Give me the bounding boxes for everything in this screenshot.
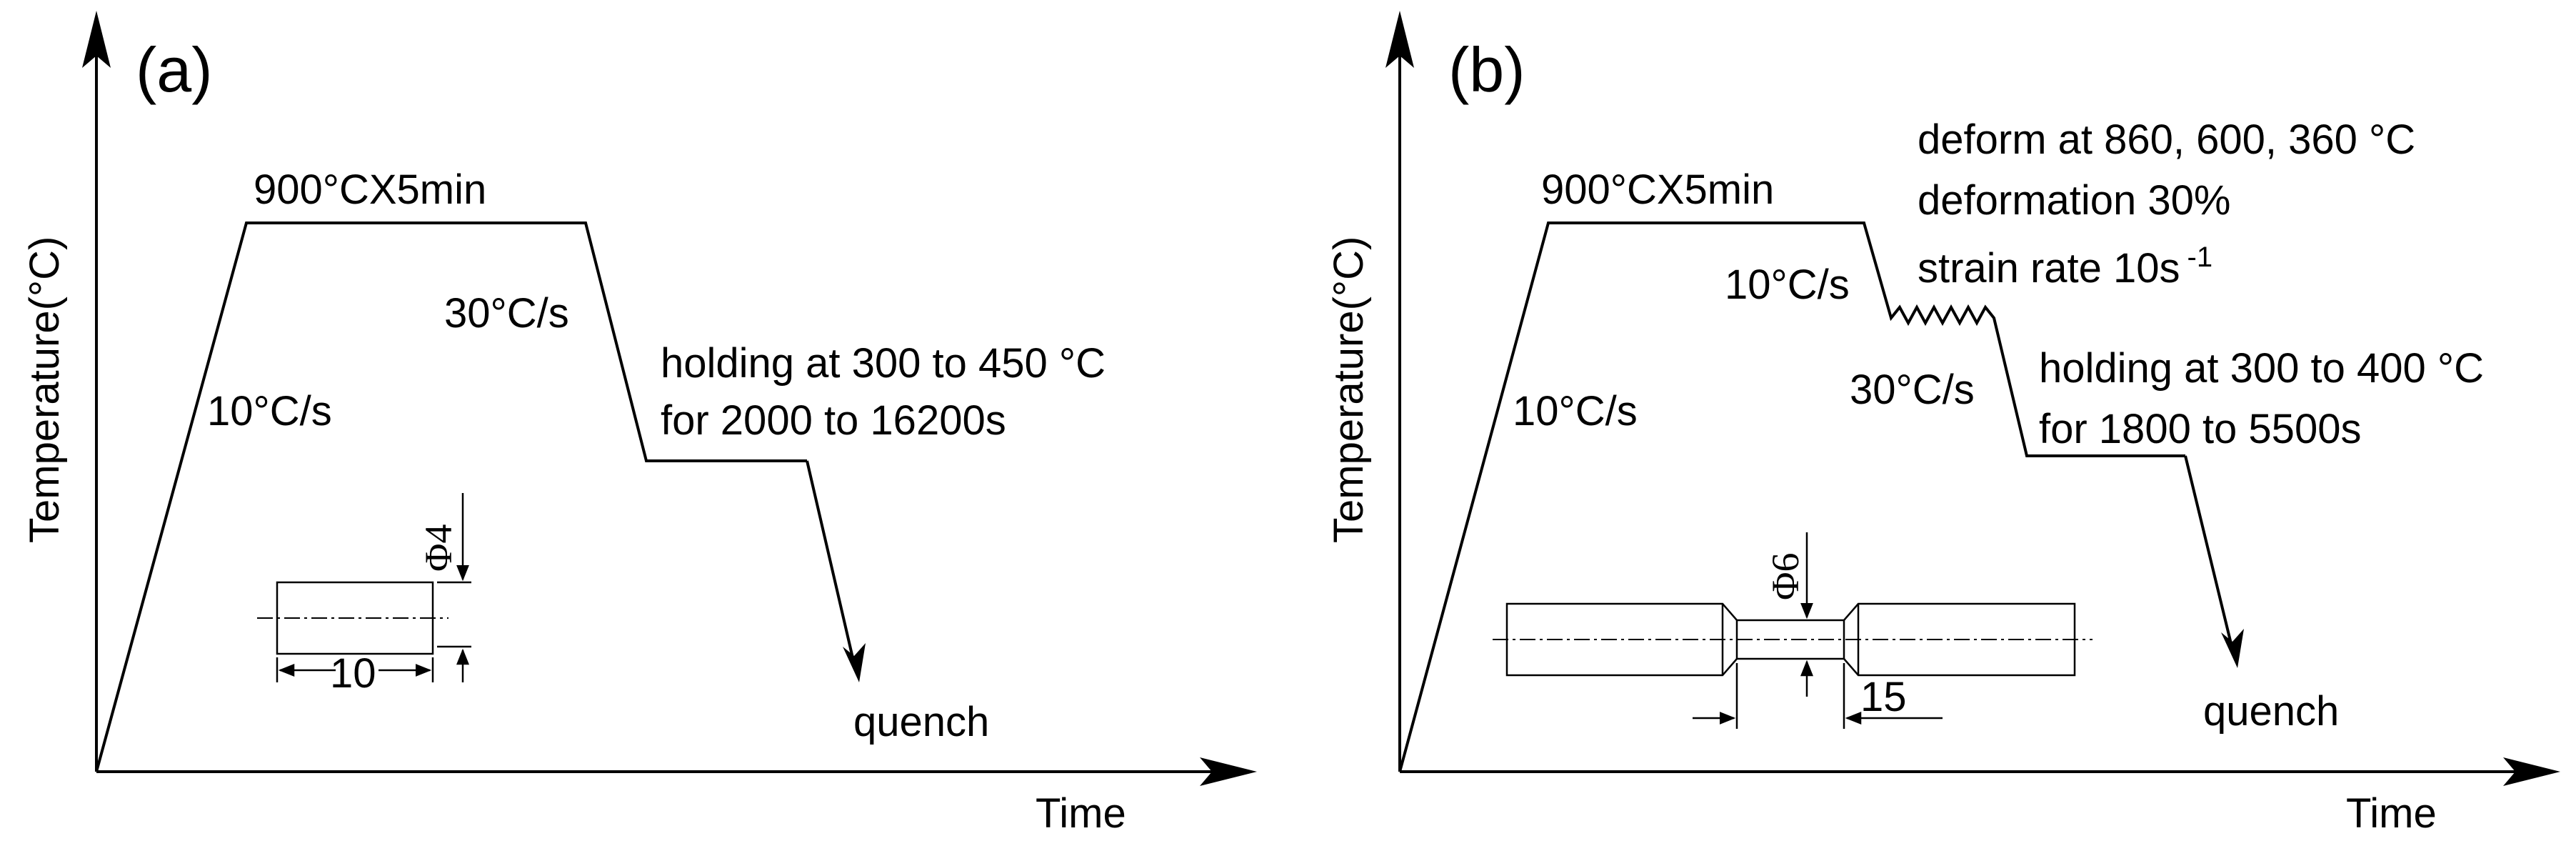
cool-rate-2-label-b: 30°C/s — [1850, 367, 1975, 413]
y-axis-arrow-b — [1385, 11, 1414, 68]
deform-label-b-2: deformation 30% — [1918, 177, 2230, 224]
y-axis-title-b: Temperature(°C) — [1325, 237, 1372, 543]
length-label-b: 15 — [1860, 674, 1907, 720]
quench-line-b — [2184, 455, 2233, 647]
x-axis-title-a: Time — [1036, 790, 1126, 837]
x-axis-arrow-b — [2503, 757, 2560, 786]
specimen-a: 10 Φ4 — [257, 493, 471, 697]
thermal-path-a — [95, 222, 807, 772]
quench-arrow-a — [843, 643, 866, 682]
heat-rate-label-a: 10°C/s — [207, 388, 332, 434]
austenitize-label-b: 900°CX5min — [1541, 166, 1774, 213]
y-axis-arrow-a — [82, 11, 111, 68]
heat-rate-label-b: 10°C/s — [1513, 388, 1638, 434]
specimen-b: Φ6 15 — [1493, 532, 2093, 729]
austenitize-label-a: 900°CX5min — [254, 166, 486, 213]
hold-label-a-2: for 2000 to 16200s — [661, 397, 1006, 444]
cool-rate-label-a: 30°C/s — [444, 290, 569, 337]
diameter-label-b: Φ6 — [1764, 553, 1807, 600]
specimen-body-a — [276, 581, 434, 655]
cool-rate-1-label-b: 10°C/s — [1725, 262, 1850, 308]
quench-line-a — [806, 460, 855, 662]
diameter-label-a: Φ4 — [417, 524, 460, 572]
length-label-a: 10 — [330, 650, 376, 697]
panel-label-a: (a) — [136, 34, 213, 105]
hold-label-a-1: holding at 300 to 450 °C — [661, 340, 1106, 387]
panel-b: (b) 900°CX5min 10°C/s 10°C/s deform at 8… — [1325, 11, 2560, 837]
hold-label-b-2: for 1800 to 5500s — [2039, 406, 2361, 452]
quench-label-b: quench — [2203, 688, 2339, 735]
quench-label-a: quench — [853, 699, 989, 745]
panel-label-b: (b) — [1448, 34, 1525, 105]
x-axis-title-b: Time — [2346, 790, 2437, 837]
thermal-path-b — [1398, 222, 2185, 772]
y-axis-title-a: Temperature(°C) — [21, 237, 68, 543]
hold-label-b-1: holding at 300 to 400 °C — [2039, 345, 2484, 392]
x-axis-arrow-a — [1200, 757, 1257, 786]
deform-label-b-3: strain rate 10s-1 — [1918, 242, 2212, 292]
quench-arrow-b — [2221, 629, 2244, 668]
deform-label-b-1: deform at 860, 600, 360 °C — [1918, 116, 2415, 163]
panel-a: (a) 900°CX5min 10°C/s 30°C/s holding at … — [21, 11, 1257, 837]
